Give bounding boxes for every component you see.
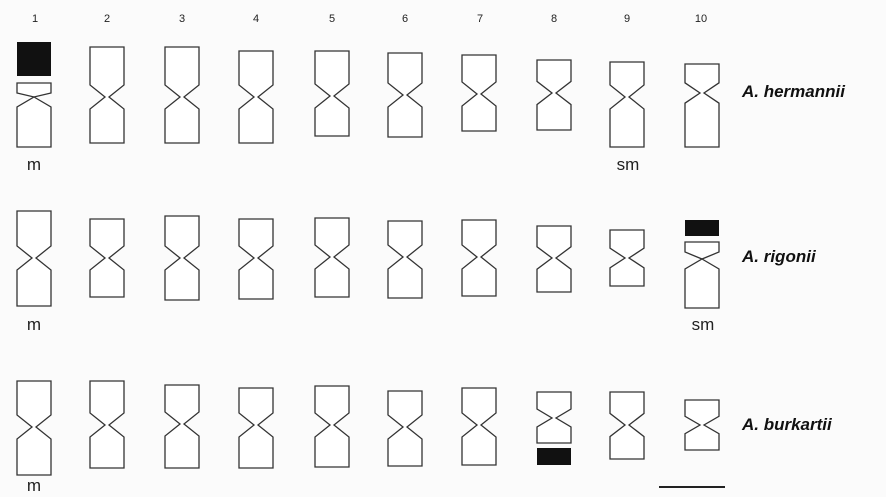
chromosome-body	[685, 400, 719, 450]
chromosome-body	[537, 226, 571, 292]
chromosome-3	[165, 216, 199, 300]
chromosome-body	[165, 47, 199, 143]
column-number: 2	[104, 13, 110, 25]
chromosome-5	[315, 51, 349, 136]
column-number: 9	[624, 13, 630, 25]
chromosome-long-arm	[17, 97, 51, 147]
karyotype-row-burkartii	[17, 381, 719, 475]
chromosome-9	[610, 230, 644, 286]
column-number: 1	[32, 13, 38, 25]
chromosome-body	[610, 62, 644, 147]
chromosome-body	[462, 220, 496, 296]
column-number: 6	[402, 13, 408, 25]
chromosome-body	[90, 47, 124, 143]
chromosome-body	[315, 386, 349, 467]
heterochromatic-band	[685, 220, 719, 236]
chromosome-body	[610, 230, 644, 286]
chromosome-8	[537, 392, 571, 465]
chromosome-body	[239, 388, 273, 468]
chromosome-2	[90, 47, 124, 143]
column-number: 4	[253, 13, 259, 25]
chromosome-body	[537, 60, 571, 130]
chromosome-body	[90, 381, 124, 468]
column-number: 7	[477, 13, 483, 25]
class-label-sm: sm	[617, 155, 640, 174]
chromosome-body	[388, 53, 422, 137]
class-label-sm: sm	[692, 315, 715, 334]
chromosome-5	[315, 386, 349, 467]
heterochromatic-band	[17, 42, 51, 76]
chromosome-1	[17, 381, 51, 475]
chromosome-4	[239, 388, 273, 468]
chromosome-8	[537, 60, 571, 130]
satellite-stalk	[685, 242, 719, 259]
chromosome-6	[388, 53, 422, 137]
chromosome-body	[239, 219, 273, 299]
chromosome-7	[462, 55, 496, 131]
chromosome-2	[90, 219, 124, 297]
class-label-m: m	[27, 476, 41, 495]
chromosome-5	[315, 218, 349, 297]
chromosome-body	[537, 392, 571, 443]
chromosome-7	[462, 388, 496, 465]
chromosome-3	[165, 47, 199, 143]
chromosome-body	[90, 219, 124, 297]
chromosome-body	[17, 381, 51, 475]
chromosome-2	[90, 381, 124, 468]
chromosome-9	[610, 392, 644, 459]
species-label-hermannii: A. hermannii	[741, 82, 846, 101]
chromosome-body	[17, 211, 51, 306]
chromosome-body	[165, 385, 199, 468]
species-label-rigonii: A. rigonii	[741, 247, 817, 266]
chromosome-1	[17, 42, 51, 147]
column-numbers: 1 2 3 4 5 6 7 8 9 10	[32, 13, 707, 25]
chromosome-8	[537, 226, 571, 292]
chromosome-4	[239, 51, 273, 143]
column-number: 8	[551, 13, 557, 25]
chromosome-10	[685, 220, 719, 308]
chromosome-3	[165, 385, 199, 468]
column-number: 5	[329, 13, 335, 25]
chromosome-long-arm	[685, 259, 719, 308]
chromosome-body	[462, 388, 496, 465]
karyotype-row-rigonii	[17, 211, 719, 308]
chromosome-body	[388, 391, 422, 466]
species-label-burkartii: A. burkartii	[741, 415, 833, 434]
chromosome-body	[239, 51, 273, 143]
chromosome-body	[462, 55, 496, 131]
column-number: 10	[695, 13, 707, 25]
chromosome-body	[165, 216, 199, 300]
heterochromatic-band	[537, 448, 571, 465]
satellite-stalk	[17, 83, 51, 97]
class-label-m: m	[27, 315, 41, 334]
chromosome-body	[315, 218, 349, 297]
chromosome-body	[315, 51, 349, 136]
karyotype-row-hermannii	[17, 42, 719, 147]
chromosome-10	[685, 64, 719, 147]
chromosome-7	[462, 220, 496, 296]
chromosome-4	[239, 219, 273, 299]
chromosome-6	[388, 221, 422, 298]
chromosome-9	[610, 62, 644, 147]
chromosome-1	[17, 211, 51, 306]
column-number: 3	[179, 13, 185, 25]
chromosome-body	[610, 392, 644, 459]
class-label-m: m	[27, 155, 41, 174]
chromosome-body	[685, 64, 719, 147]
chromosome-6	[388, 391, 422, 466]
chromosome-10	[685, 400, 719, 450]
chromosome-body	[388, 221, 422, 298]
